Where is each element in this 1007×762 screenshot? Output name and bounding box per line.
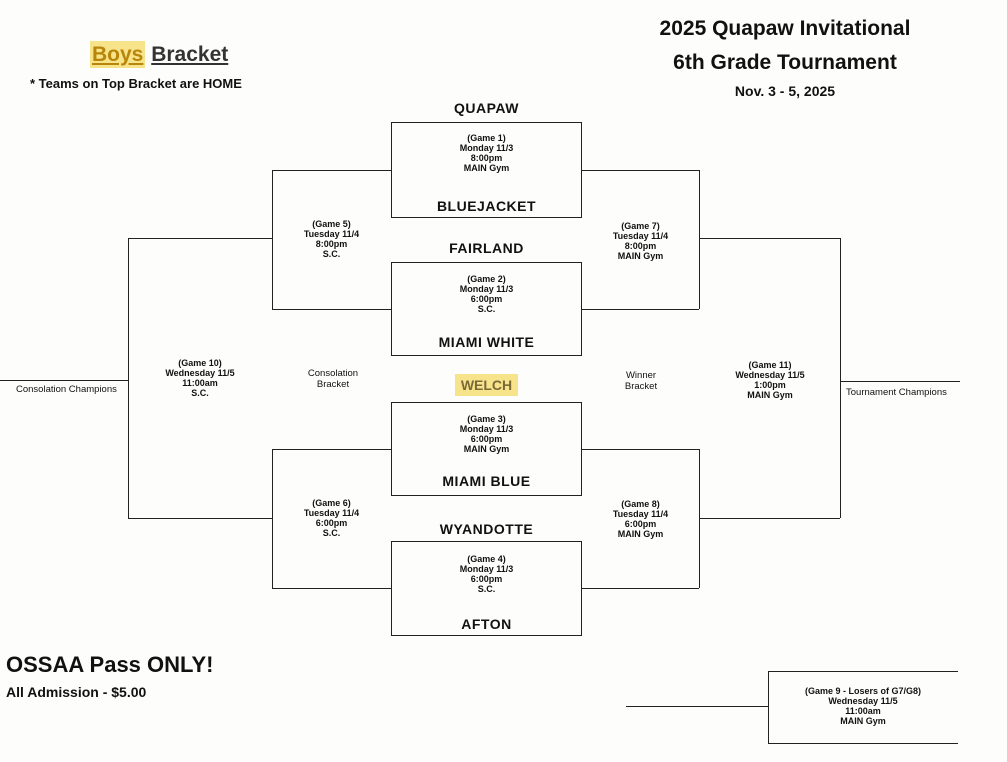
game1-box xyxy=(391,122,582,218)
home-note: * Teams on Top Bracket are HOME xyxy=(30,76,242,91)
bracket-heading-word-bracket: Bracket xyxy=(151,43,229,66)
game9-box xyxy=(768,671,958,744)
game4-box xyxy=(391,541,582,636)
game3-box xyxy=(391,402,582,496)
team-welch-wrap: WELCH xyxy=(391,374,582,396)
consolation-champions-label: Consolation Champions xyxy=(16,384,117,395)
team-fairland: FAIRLAND xyxy=(449,240,524,256)
bracket-heading-word-boys: Boys xyxy=(90,41,146,68)
team-miami-white: MIAMI WHITE xyxy=(438,334,535,350)
team-wyandotte: WYANDOTTE xyxy=(439,521,534,537)
team-bluejacket: BLUEJACKET xyxy=(436,198,537,214)
tournament-champions-label: Tournament Champions xyxy=(846,387,947,398)
ossaa-pass-note: OSSAA Pass ONLY! xyxy=(6,652,214,677)
tournament-title-line2: 6th Grade Tournament xyxy=(673,51,897,74)
bracket-heading: Boys Bracket xyxy=(90,41,229,68)
team-afton: AFTON xyxy=(461,616,512,632)
team-miami-blue: MIAMI BLUE xyxy=(442,473,531,489)
tournament-dates: Nov. 3 - 5, 2025 xyxy=(734,83,836,99)
team-quapaw: QUAPAW xyxy=(454,100,519,116)
admission-price: All Admission - $5.00 xyxy=(6,684,147,700)
game2-box xyxy=(391,262,582,356)
game9-info: (Game 9 - Losers of G7/G8)Wednesday 11/5… xyxy=(804,686,922,726)
tournament-title-line1: 2025 Quapaw Invitational xyxy=(659,17,911,40)
team-welch: WELCH xyxy=(454,374,519,396)
